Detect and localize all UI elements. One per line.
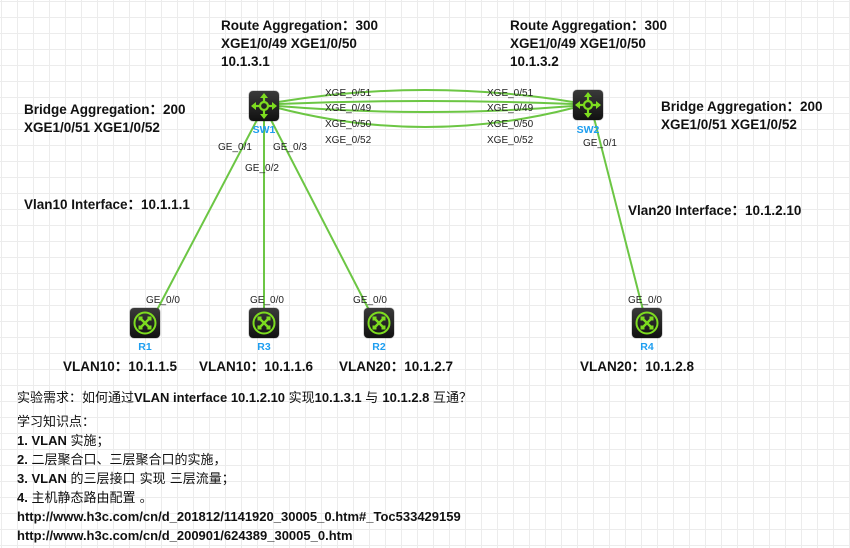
port-label: GE_0/0: [250, 295, 284, 306]
route-agg-title: Route Aggregation：300: [510, 18, 668, 33]
sw2-bridge-aggregation-label: Bridge Aggregation：200 XGE1/0/51 XGE1/0/…: [661, 98, 823, 134]
device-name-sw2: SW2: [576, 124, 600, 136]
router-r4[interactable]: [632, 308, 662, 338]
link-sw1-r1: [156, 117, 259, 311]
port-label: XGE_0/51: [487, 88, 534, 99]
device-name-r2: R2: [372, 341, 386, 353]
port-label: GE_0/1: [218, 142, 252, 153]
route-agg-title: Route Aggregation：300: [221, 18, 379, 33]
bridge-agg-title: Bridge Aggregation：200: [24, 102, 186, 117]
port-label: GE_0/0: [628, 295, 662, 306]
port-label: GE_0/3: [273, 142, 307, 153]
sw1-bridge-aggregation-label: Bridge Aggregation：200 XGE1/0/51 XGE1/0/…: [24, 101, 186, 137]
vlan10-interface-label: Vlan10 Interface：10.1.1.1: [24, 197, 190, 212]
link-sw2-r4: [593, 117, 644, 311]
bridge-agg-title: Bridge Aggregation：200: [661, 99, 823, 114]
router-icon: [367, 311, 391, 335]
route-agg-ip: 10.1.3.2: [510, 54, 559, 69]
route-agg-ip: 10.1.3.1: [221, 54, 270, 69]
link-sw1-r2: [269, 117, 370, 311]
router-icon: [133, 311, 157, 335]
device-name-sw1: SW1: [252, 124, 276, 136]
switch-sw2[interactable]: [573, 90, 603, 120]
port-label: XGE_0/50: [325, 119, 372, 130]
device-name-r3: R3: [257, 341, 271, 353]
switch-sw1[interactable]: [249, 91, 279, 121]
switch-icon: [575, 92, 601, 118]
port-label: XGE_0/49: [487, 103, 534, 114]
vlan20-interface-label: Vlan20 Interface：10.1.2.10: [628, 203, 802, 218]
r4-address-label: VLAN20：10.1.2.8: [580, 359, 695, 374]
link-sw1-sw2-xge49: [277, 100, 574, 105]
knowledge-item: 2. 二层聚合口、三层聚合口的实施，: [17, 452, 227, 468]
r2-address-label: VLAN20：10.1.2.7: [339, 359, 454, 374]
route-agg-ports: XGE1/0/49 XGE1/0/50: [221, 36, 357, 51]
port-label: GE_0/0: [353, 295, 387, 306]
port-label: XGE_0/49: [325, 103, 372, 114]
port-label: GE_0/2: [245, 163, 279, 174]
reference-link-1[interactable]: http://www.h3c.com/cn/d_201812/1141920_3…: [17, 509, 461, 524]
knowledge-item: 1. VLAN 实施；: [17, 433, 110, 449]
bridge-agg-ports: XGE1/0/51 XGE1/0/52: [661, 117, 797, 132]
port-label: GE_0/0: [146, 295, 180, 306]
router-r2[interactable]: [364, 308, 394, 338]
port-label: XGE_0/52: [325, 135, 372, 146]
switch-icon: [251, 93, 277, 119]
bridge-agg-ports: XGE1/0/51 XGE1/0/52: [24, 120, 160, 135]
link-sw1-sw2-xge52: [277, 107, 574, 128]
router-r1[interactable]: [130, 308, 160, 338]
sw2-route-aggregation-label: Route Aggregation：300 XGE1/0/49 XGE1/0/5…: [510, 17, 667, 71]
device-name-r4: R4: [640, 341, 654, 353]
link-sw1-sw2-xge51: [277, 89, 574, 103]
port-label: XGE_0/51: [325, 88, 372, 99]
knowledge-item: 4. 主机静态路由配置 。: [17, 490, 153, 506]
knowledge-heading: 学习知识点：: [17, 415, 96, 430]
port-label: XGE_0/52: [487, 135, 534, 146]
route-agg-ports: XGE1/0/49 XGE1/0/50: [510, 36, 646, 51]
knowledge-item: 3. VLAN 的三层接口 实现 三层流量；: [17, 471, 235, 487]
device-name-r1: R1: [138, 341, 152, 353]
link-sw1-sw2-xge50: [277, 105, 574, 113]
sw1-route-aggregation-label: Route Aggregation：300 XGE1/0/49 XGE1/0/5…: [221, 17, 378, 71]
router-icon: [635, 311, 659, 335]
port-label: XGE_0/50: [487, 119, 534, 130]
requirement-text: 实验需求：如何通过VLAN interface 10.1.2.10 实现10.1…: [17, 390, 473, 406]
router-r3[interactable]: [249, 308, 279, 338]
router-icon: [252, 311, 276, 335]
r3-address-label: VLAN10：10.1.1.6: [199, 359, 314, 374]
r1-address-label: VLAN10：10.1.1.5: [63, 359, 178, 374]
reference-link-2[interactable]: http://www.h3c.com/cn/d_200901/624389_30…: [17, 528, 353, 543]
port-label: GE_0/1: [583, 138, 617, 149]
